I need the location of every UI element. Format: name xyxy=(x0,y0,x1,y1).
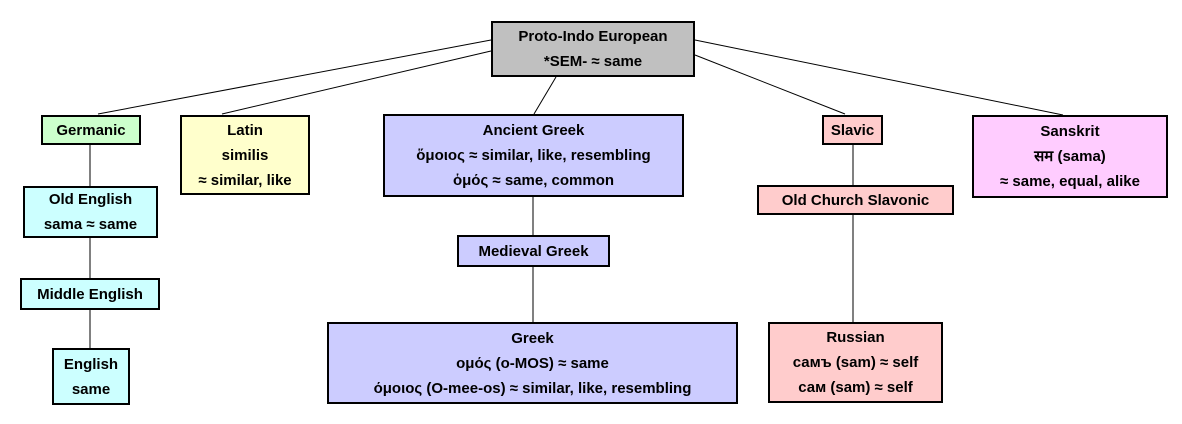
node-title: Ancient Greek xyxy=(482,122,585,139)
node-slavic: Slavic xyxy=(822,115,883,145)
node-gloss: ὅμοιος ≈ similar, like, resembling xyxy=(416,147,651,164)
node-english: English same xyxy=(52,348,130,405)
edge-pie-ancient_greek xyxy=(533,76,557,115)
node-word: सम (sama) xyxy=(1034,148,1106,165)
node-medieval-greek: Medieval Greek xyxy=(457,235,610,267)
node-gloss: ὁμός ≈ same, common xyxy=(452,172,615,189)
node-proto-indo-european: Proto-Indo European *SEM- ≈ same xyxy=(491,21,695,77)
node-title: Russian xyxy=(826,329,885,346)
node-russian: Russian самъ (sam) ≈ self сам (sam) ≈ se… xyxy=(768,322,943,403)
edge-pie-germanic xyxy=(97,39,492,115)
node-gloss: όμοιος (O-mee-os) ≈ similar, like, resem… xyxy=(373,379,692,397)
node-word: similis xyxy=(221,146,269,164)
node-gloss: sama ≈ same xyxy=(43,216,138,233)
edge-pie-latin xyxy=(221,50,492,115)
node-gloss: ≈ similar, like xyxy=(198,171,292,189)
node-gloss: *SEM- ≈ same xyxy=(543,53,643,70)
node-latin: Latin similis ≈ similar, like xyxy=(180,115,310,195)
node-title: Sanskrit xyxy=(1040,123,1100,140)
node-old-english: Old English sama ≈ same xyxy=(23,186,158,238)
node-title: Medieval Greek xyxy=(478,242,589,260)
node-germanic: Germanic xyxy=(41,115,141,145)
node-title: Proto-Indo European xyxy=(518,28,668,45)
node-ancient-greek: Ancient Greek ὅμοιος ≈ similar, like, re… xyxy=(383,114,684,197)
node-title: Slavic xyxy=(830,121,875,139)
node-greek: Greek ομός (o-MOS) ≈ same όμοιος (O-mee-… xyxy=(327,322,738,404)
edge-pie-slavic xyxy=(694,54,846,115)
node-middle-english: Middle English xyxy=(20,278,160,310)
node-old-church-slavonic: Old Church Slavonic xyxy=(757,185,954,215)
node-gloss: ομός (o-MOS) ≈ same xyxy=(456,354,609,372)
node-title: English xyxy=(63,355,119,373)
node-title: Old English xyxy=(48,191,133,208)
node-title: Greek xyxy=(511,329,554,347)
node-title: Old Church Slavonic xyxy=(781,191,930,209)
node-sanskrit: Sanskrit सम (sama) ≈ same, equal, alike xyxy=(972,115,1168,198)
node-title: Germanic xyxy=(56,121,126,139)
node-gloss: сам (sam) ≈ self xyxy=(798,379,913,396)
edge-pie-sanskrit xyxy=(694,39,1064,116)
node-title: Latin xyxy=(227,121,263,139)
node-gloss: same xyxy=(71,380,111,398)
node-gloss: ≈ same, equal, alike xyxy=(1000,173,1140,190)
node-gloss: самъ (sam) ≈ self xyxy=(792,354,919,371)
node-title: Middle English xyxy=(37,285,143,303)
